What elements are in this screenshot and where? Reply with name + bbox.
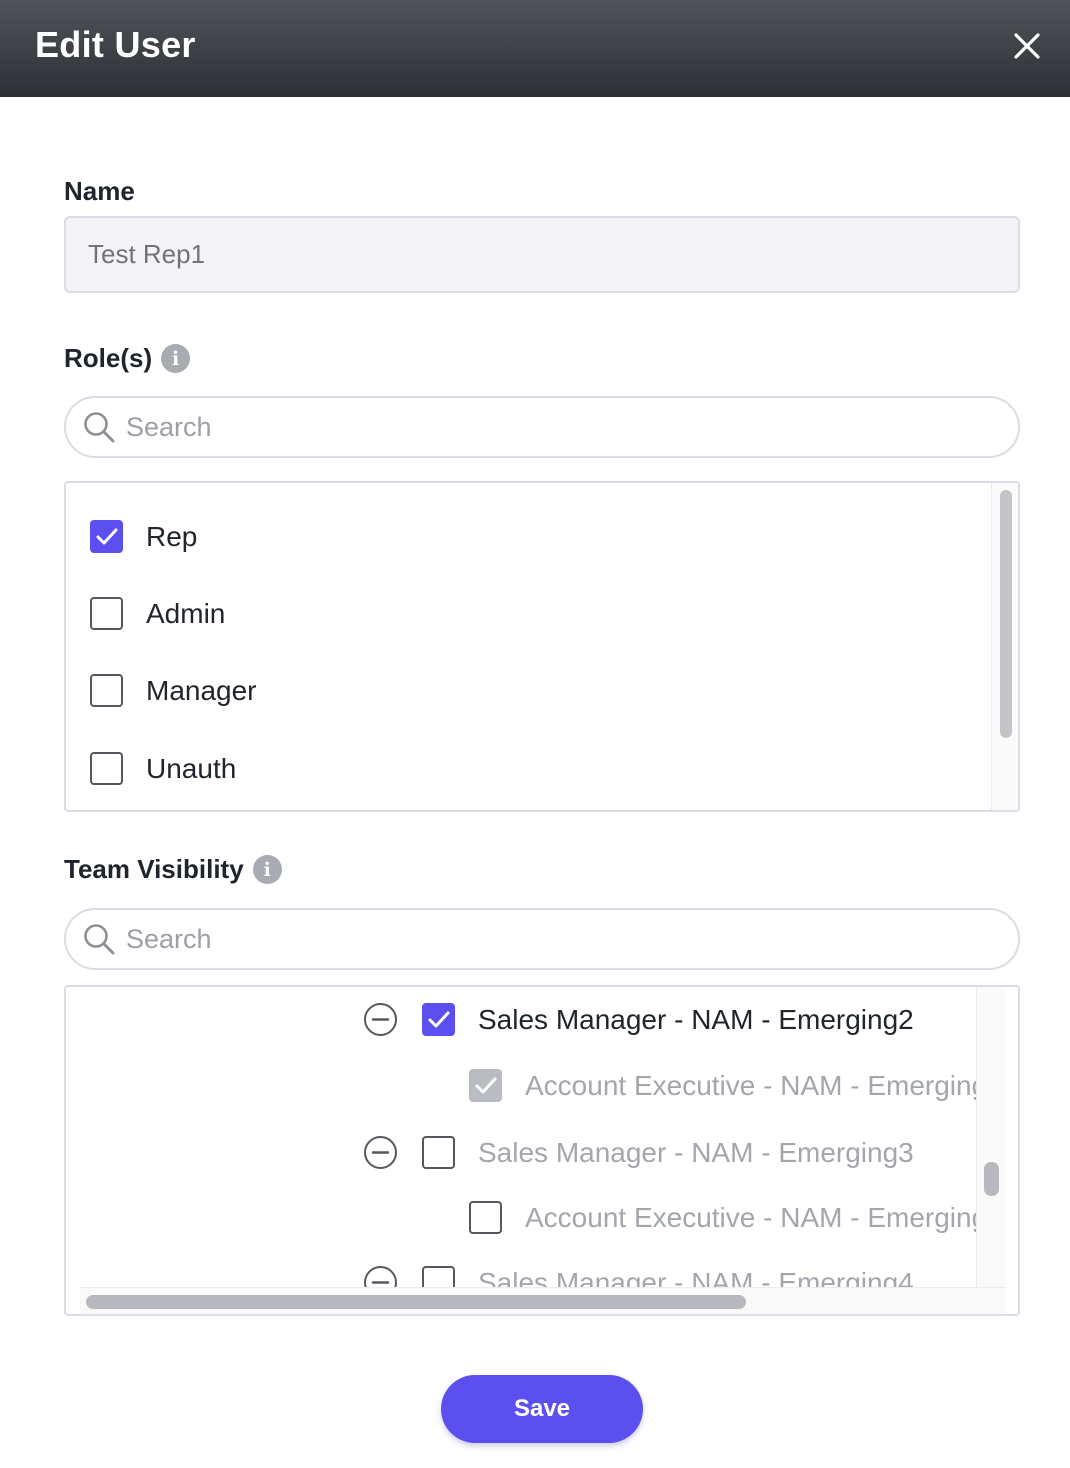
team-scrollbar-v-track[interactable] — [976, 987, 1005, 1287]
role-label: Admin — [146, 597, 226, 629]
roles-label: Role(s) i — [64, 343, 191, 374]
check-icon — [96, 528, 117, 544]
role-label: Rep — [146, 520, 198, 552]
roles-scrollbar-thumb[interactable] — [1000, 490, 1012, 738]
team-checkbox[interactable] — [422, 1003, 455, 1036]
team-label: Sales Manager - NAM - Emerging4 — [478, 1266, 914, 1288]
team-checkbox[interactable] — [422, 1136, 455, 1169]
roles-search-input[interactable] — [126, 406, 986, 448]
team-item[interactable]: Account Executive - NAM - Emerging3 — [469, 1201, 976, 1234]
team-checkbox[interactable] — [422, 1266, 455, 1287]
name-input[interactable] — [64, 216, 1020, 293]
team-search[interactable] — [64, 908, 1020, 970]
role-checkbox[interactable] — [90, 752, 123, 785]
close-icon — [1014, 33, 1040, 59]
modal-header: Edit User — [0, 0, 1070, 97]
team-visibility-label-text: Team Visibility — [64, 854, 244, 884]
roles-list: Rep Admin Manager Unauth — [64, 481, 1020, 812]
roles-label-text: Role(s) — [64, 343, 153, 373]
team-label: Account Executive - NAM - Emerging2 — [525, 1069, 976, 1101]
team-scrollbar-v-thumb[interactable] — [984, 1162, 999, 1196]
team-checkbox[interactable] — [469, 1201, 502, 1234]
role-label: Unauth — [146, 752, 237, 784]
role-checkbox[interactable] — [90, 597, 123, 630]
team-label: Sales Manager - NAM - Emerging2 — [478, 1003, 914, 1035]
check-icon — [428, 1011, 449, 1027]
role-item-manager[interactable]: Manager — [90, 674, 257, 707]
role-checkbox[interactable] — [90, 674, 123, 707]
name-label: Name — [64, 176, 135, 207]
team-visibility-label: Team Visibility i — [64, 854, 282, 885]
roles-search[interactable] — [64, 396, 1020, 458]
team-label: Sales Manager - NAM - Emerging3 — [478, 1136, 914, 1168]
role-label: Manager — [146, 674, 257, 706]
team-label: Account Executive - NAM - Emerging3 — [525, 1201, 976, 1233]
close-button[interactable] — [1006, 25, 1048, 67]
check-icon — [475, 1077, 496, 1093]
team-scrollbar-h-thumb[interactable] — [86, 1295, 746, 1309]
role-item-admin[interactable]: Admin — [90, 597, 225, 630]
role-checkbox[interactable] — [90, 520, 123, 553]
search-icon — [84, 412, 115, 443]
info-icon[interactable]: i — [252, 855, 282, 884]
minus-circle-icon[interactable] — [363, 1135, 398, 1170]
team-item[interactable]: Sales Manager - NAM - Emerging3 — [363, 1135, 914, 1170]
minus-circle-icon[interactable] — [363, 1265, 398, 1287]
role-item-rep[interactable]: Rep — [90, 520, 197, 553]
info-icon[interactable]: i — [161, 344, 191, 373]
minus-circle-icon[interactable] — [363, 1002, 398, 1037]
team-item[interactable]: Account Executive - NAM - Emerging2 — [469, 1069, 976, 1102]
team-tree: Sales Manager - NAM - Emerging2 Account … — [64, 985, 1020, 1316]
search-icon — [84, 924, 115, 955]
team-checkbox[interactable] — [469, 1069, 502, 1102]
role-item-unauth[interactable]: Unauth — [90, 752, 236, 785]
team-item[interactable]: Sales Manager - NAM - Emerging4 — [363, 1265, 914, 1287]
modal-title: Edit User — [35, 24, 196, 65]
team-item[interactable]: Sales Manager - NAM - Emerging2 — [363, 1002, 914, 1037]
save-button[interactable]: Save — [441, 1375, 643, 1443]
team-tree-viewport: Sales Manager - NAM - Emerging2 Account … — [66, 987, 976, 1287]
team-search-input[interactable] — [126, 918, 986, 960]
name-label-text: Name — [64, 176, 135, 206]
